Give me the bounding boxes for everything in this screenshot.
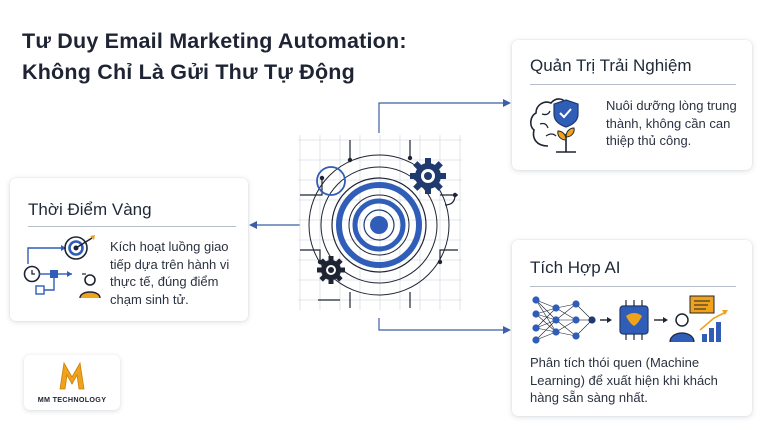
person-chart-icon (669, 295, 728, 343)
logo-mark-icon (59, 361, 85, 390)
text-line: Phân tích thói quen (Machine (530, 355, 700, 370)
card-golden-time: Thời Điểm Vàng Kích hoạt luồng giao tiếp… (10, 178, 248, 321)
arrowhead-golden-time (249, 221, 257, 229)
text-line: tiếp dựa trên hành vi (110, 256, 230, 272)
card-ai: Tích Hợp AI (512, 240, 752, 416)
title-line-1: Tư Duy Email Marketing Automation: (22, 29, 407, 53)
card-divider (28, 226, 236, 227)
card-experience-text: Nuôi dưỡng lòng trung thành, không cần c… (606, 97, 746, 150)
text-line: thiệp thủ công. (606, 133, 692, 148)
card-ai-text: Phân tích thói quen (Machine Learning) đ… (530, 354, 746, 407)
text-line: Kích hoạt luồng giao (110, 239, 229, 254)
card-divider (530, 84, 736, 85)
text-line: hàng sẵn sàng nhất. (530, 390, 648, 405)
gear-icon-small (317, 256, 345, 284)
card-divider (530, 286, 736, 287)
ring-icon (316, 166, 346, 196)
neural-network-icon (532, 296, 596, 344)
arrow-to-experience (378, 102, 508, 133)
title-line-2: Không Chỉ Là Gửi Thư Tự Động (22, 60, 355, 84)
card-ai-title: Tích Hợp AI (530, 258, 621, 277)
gear-icon (410, 158, 446, 194)
central-target-icon (308, 154, 450, 296)
text-line: thành, không cần can (606, 115, 731, 131)
page-title: Tư Duy Email Marketing Automation: Không… (22, 26, 492, 88)
target-flow-icon (23, 235, 101, 299)
chip-icon (619, 300, 649, 340)
card-experience: Quản Trị Trải Nghiệm Nuôi dưỡng lòng tru… (512, 40, 752, 170)
connector-arrows (252, 102, 508, 331)
text-line: chạm sinh tử. (110, 291, 189, 307)
text-line: Nuôi dưỡng lòng trung (606, 98, 737, 113)
logo-text: MM TECHNOLOGY (37, 395, 107, 404)
text-line: Learning) để xuất hiện khi khách (530, 372, 718, 388)
ai-pipeline-illustration (532, 295, 728, 344)
card-golden-time-title: Thời Điểm Vàng (28, 200, 152, 219)
arrow-to-ai (378, 318, 508, 331)
card-golden-time-text: Kích hoạt luồng giao tiếp dựa trên hành … (110, 238, 246, 308)
card-experience-title: Quản Trị Trải Nghiệm (530, 56, 692, 75)
arrowhead-experience (503, 99, 511, 107)
brain-shield-icon (530, 98, 579, 153)
arrowhead-ai (503, 326, 511, 334)
text-line: thực tế, đúng điểm (110, 274, 219, 289)
company-logo: MM TECHNOLOGY (24, 355, 120, 410)
